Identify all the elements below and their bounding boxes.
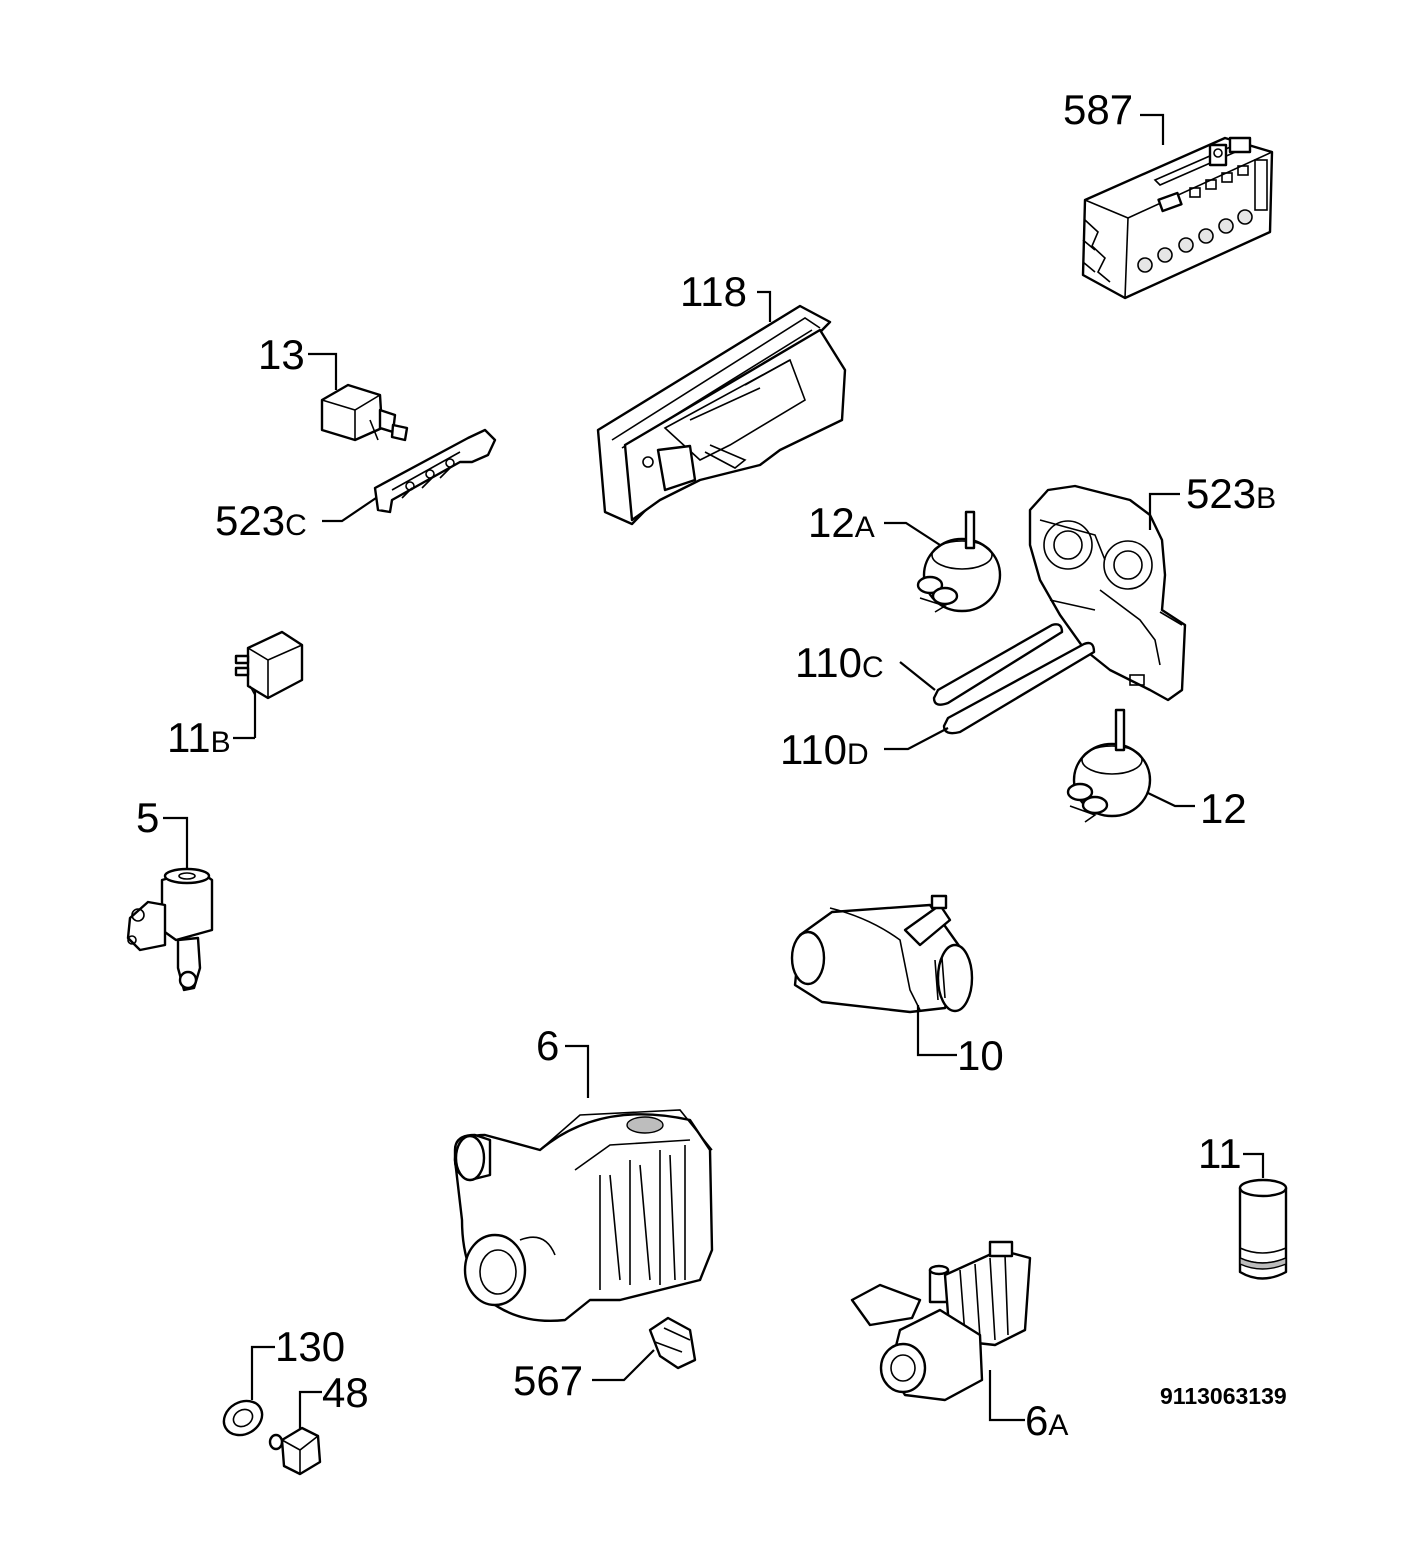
label-110c: 110C <box>795 639 884 686</box>
part-labels: 587 118 13 523C 12A 523B 11B 110C 110D 1… <box>136 86 1287 1444</box>
part-118-dispenser <box>596 304 847 526</box>
label-5: 5 <box>136 794 159 841</box>
label-11: 11 <box>1198 1130 1242 1177</box>
label-130: 130 <box>275 1323 345 1370</box>
part-587-control-module <box>1081 136 1274 300</box>
label-10: 10 <box>957 1032 1004 1079</box>
part-567-clip <box>648 1316 697 1370</box>
part-5-inlet-valve <box>126 867 214 992</box>
label-12: 12 <box>1200 785 1247 832</box>
part-110c-hose <box>932 623 1064 706</box>
part-6a-drain-pump <box>850 1240 1032 1402</box>
label-6a: 6A <box>1025 1397 1068 1444</box>
part-13-switch <box>320 383 409 442</box>
part-130-seal-ring <box>222 1399 264 1437</box>
part-12a-pressure-switch <box>916 510 1002 613</box>
label-118: 118 <box>680 268 747 315</box>
label-523b: 523B <box>1186 470 1276 517</box>
part-6-circulation-pump <box>453 1109 714 1322</box>
part-11b-relay <box>234 630 304 700</box>
label-11b: 11B <box>167 714 231 761</box>
label-567: 567 <box>513 1357 583 1404</box>
part-523c-bracket <box>373 428 497 514</box>
label-523c: 523C <box>215 497 307 544</box>
label-13: 13 <box>258 331 305 378</box>
label-6: 6 <box>536 1022 559 1069</box>
label-12a: 12A <box>808 499 875 546</box>
part-10-heater <box>790 894 974 1014</box>
label-110d: 110D <box>780 726 869 773</box>
label-48: 48 <box>322 1369 369 1416</box>
part-12-pressure-switch <box>1066 708 1152 823</box>
part-48-plug <box>268 1426 322 1476</box>
leader-lines <box>163 113 1265 1430</box>
diagram-code: 9113063139 <box>1160 1383 1287 1409</box>
label-587: 587 <box>1063 86 1133 133</box>
part-11-capacitor <box>1238 1178 1288 1280</box>
part-523b-holder <box>1028 484 1187 702</box>
